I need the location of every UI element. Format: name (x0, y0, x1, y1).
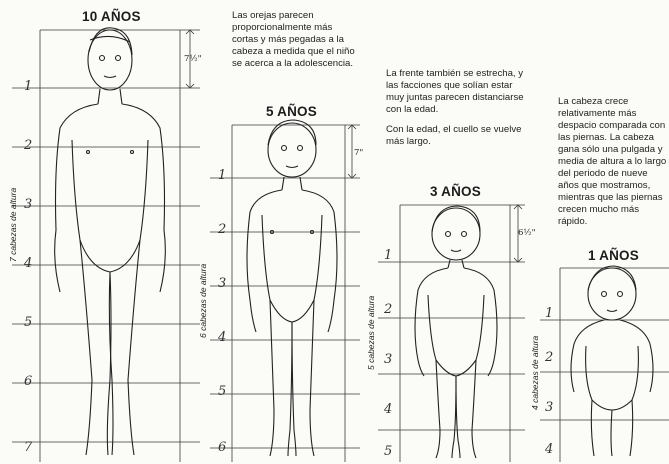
title-3-anos: 3 AÑOS (430, 184, 481, 199)
text-ears-paragraph: Las orejas parecen proporcionalmente más… (232, 10, 360, 70)
frame-1-anos (540, 268, 669, 462)
figure-1-ano (571, 266, 653, 456)
title-5-anos: 5 AÑOS (266, 104, 317, 119)
head-number: 3 (545, 400, 553, 415)
head-number: 3 (384, 352, 392, 367)
head-number: 1 (384, 248, 392, 263)
head-number: 6 (218, 440, 226, 455)
head-number: 4 (24, 256, 32, 271)
title-10-anos: 10 AÑOS (82, 9, 141, 24)
head-number: 5 (218, 384, 226, 399)
head-number: 2 (24, 138, 32, 153)
head-number: 4 (218, 330, 226, 345)
height-label-3-anos: 5 cabezas de altura (366, 296, 376, 370)
text-forehead-paragraph: La frente también se estrecha, y las fac… (386, 68, 532, 116)
head-number: 3 (24, 197, 32, 212)
head-number: 2 (545, 350, 553, 365)
text-forehead-neck: La frente también se estrecha, y las fac… (386, 68, 532, 156)
measure-3-anos: 6½" (518, 228, 536, 238)
head-number: 2 (218, 222, 226, 237)
figure-10-anos (55, 28, 166, 455)
text-ears: Las orejas parecen proporcionalmente más… (232, 10, 360, 78)
head-number: 7 (24, 440, 32, 455)
text-head-growth-paragraph: La cabeza crece relativamente más despac… (558, 96, 669, 228)
head-number: 5 (24, 315, 32, 330)
height-label-10-anos: 7 cabezas de altura (8, 188, 18, 262)
head-number: 4 (384, 402, 392, 417)
measure-5-anos: 7" (354, 148, 363, 158)
frame-3-anos (378, 205, 525, 462)
text-neck-paragraph: Con la edad, el cuello se vuelve más lar… (386, 124, 532, 148)
head-number: 6 (24, 374, 32, 389)
head-number: 1 (545, 306, 553, 321)
height-label-5-anos: 6 cabezas de altura (198, 264, 208, 338)
title-1-anos: 1 AÑOS (588, 248, 639, 263)
frame-10-anos (12, 30, 200, 462)
head-number: 2 (384, 302, 392, 317)
head-number: 1 (24, 79, 32, 94)
height-label-1-anos: 4 cabezas de altura (530, 336, 540, 410)
head-number: 5 (384, 444, 392, 459)
figure-5-anos (247, 120, 337, 456)
head-number: 3 (218, 276, 226, 291)
head-number: 4 (545, 442, 553, 457)
measure-10-anos: 7½" (184, 54, 202, 64)
figure-3-anos (415, 206, 497, 458)
head-number: 1 (218, 168, 226, 183)
text-head-growth: La cabeza crece relativamente más despac… (558, 96, 669, 236)
